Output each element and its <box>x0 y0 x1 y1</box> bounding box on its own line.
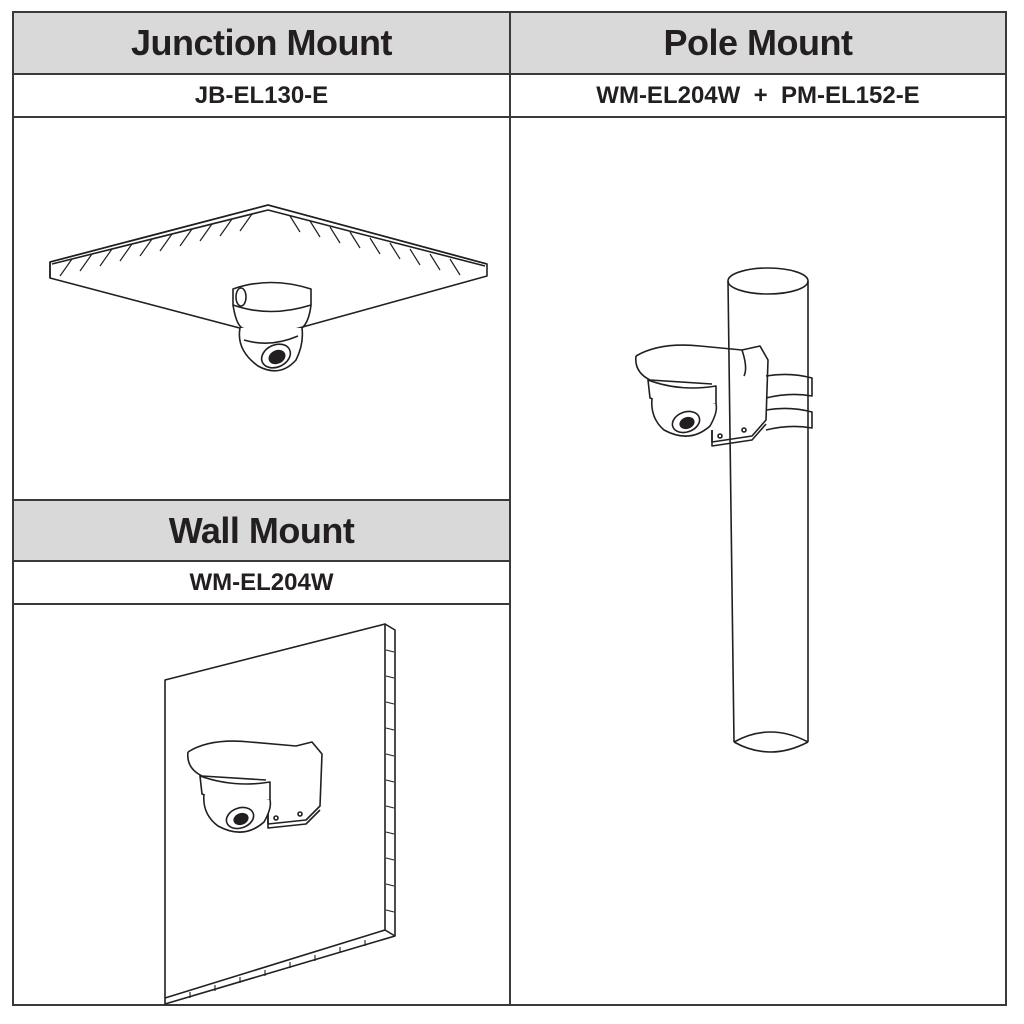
wall-mount-title: Wall Mount <box>13 500 510 561</box>
pole-mount-model: WM-EL204W + PM-EL152-E <box>510 74 1006 117</box>
junction-mount-title: Junction Mount <box>13 12 510 74</box>
wall-mount-model: WM-EL204W <box>13 561 510 604</box>
junction-mount-model: JB-EL130-E <box>13 74 510 117</box>
pole-mount-title: Pole Mount <box>510 12 1006 74</box>
